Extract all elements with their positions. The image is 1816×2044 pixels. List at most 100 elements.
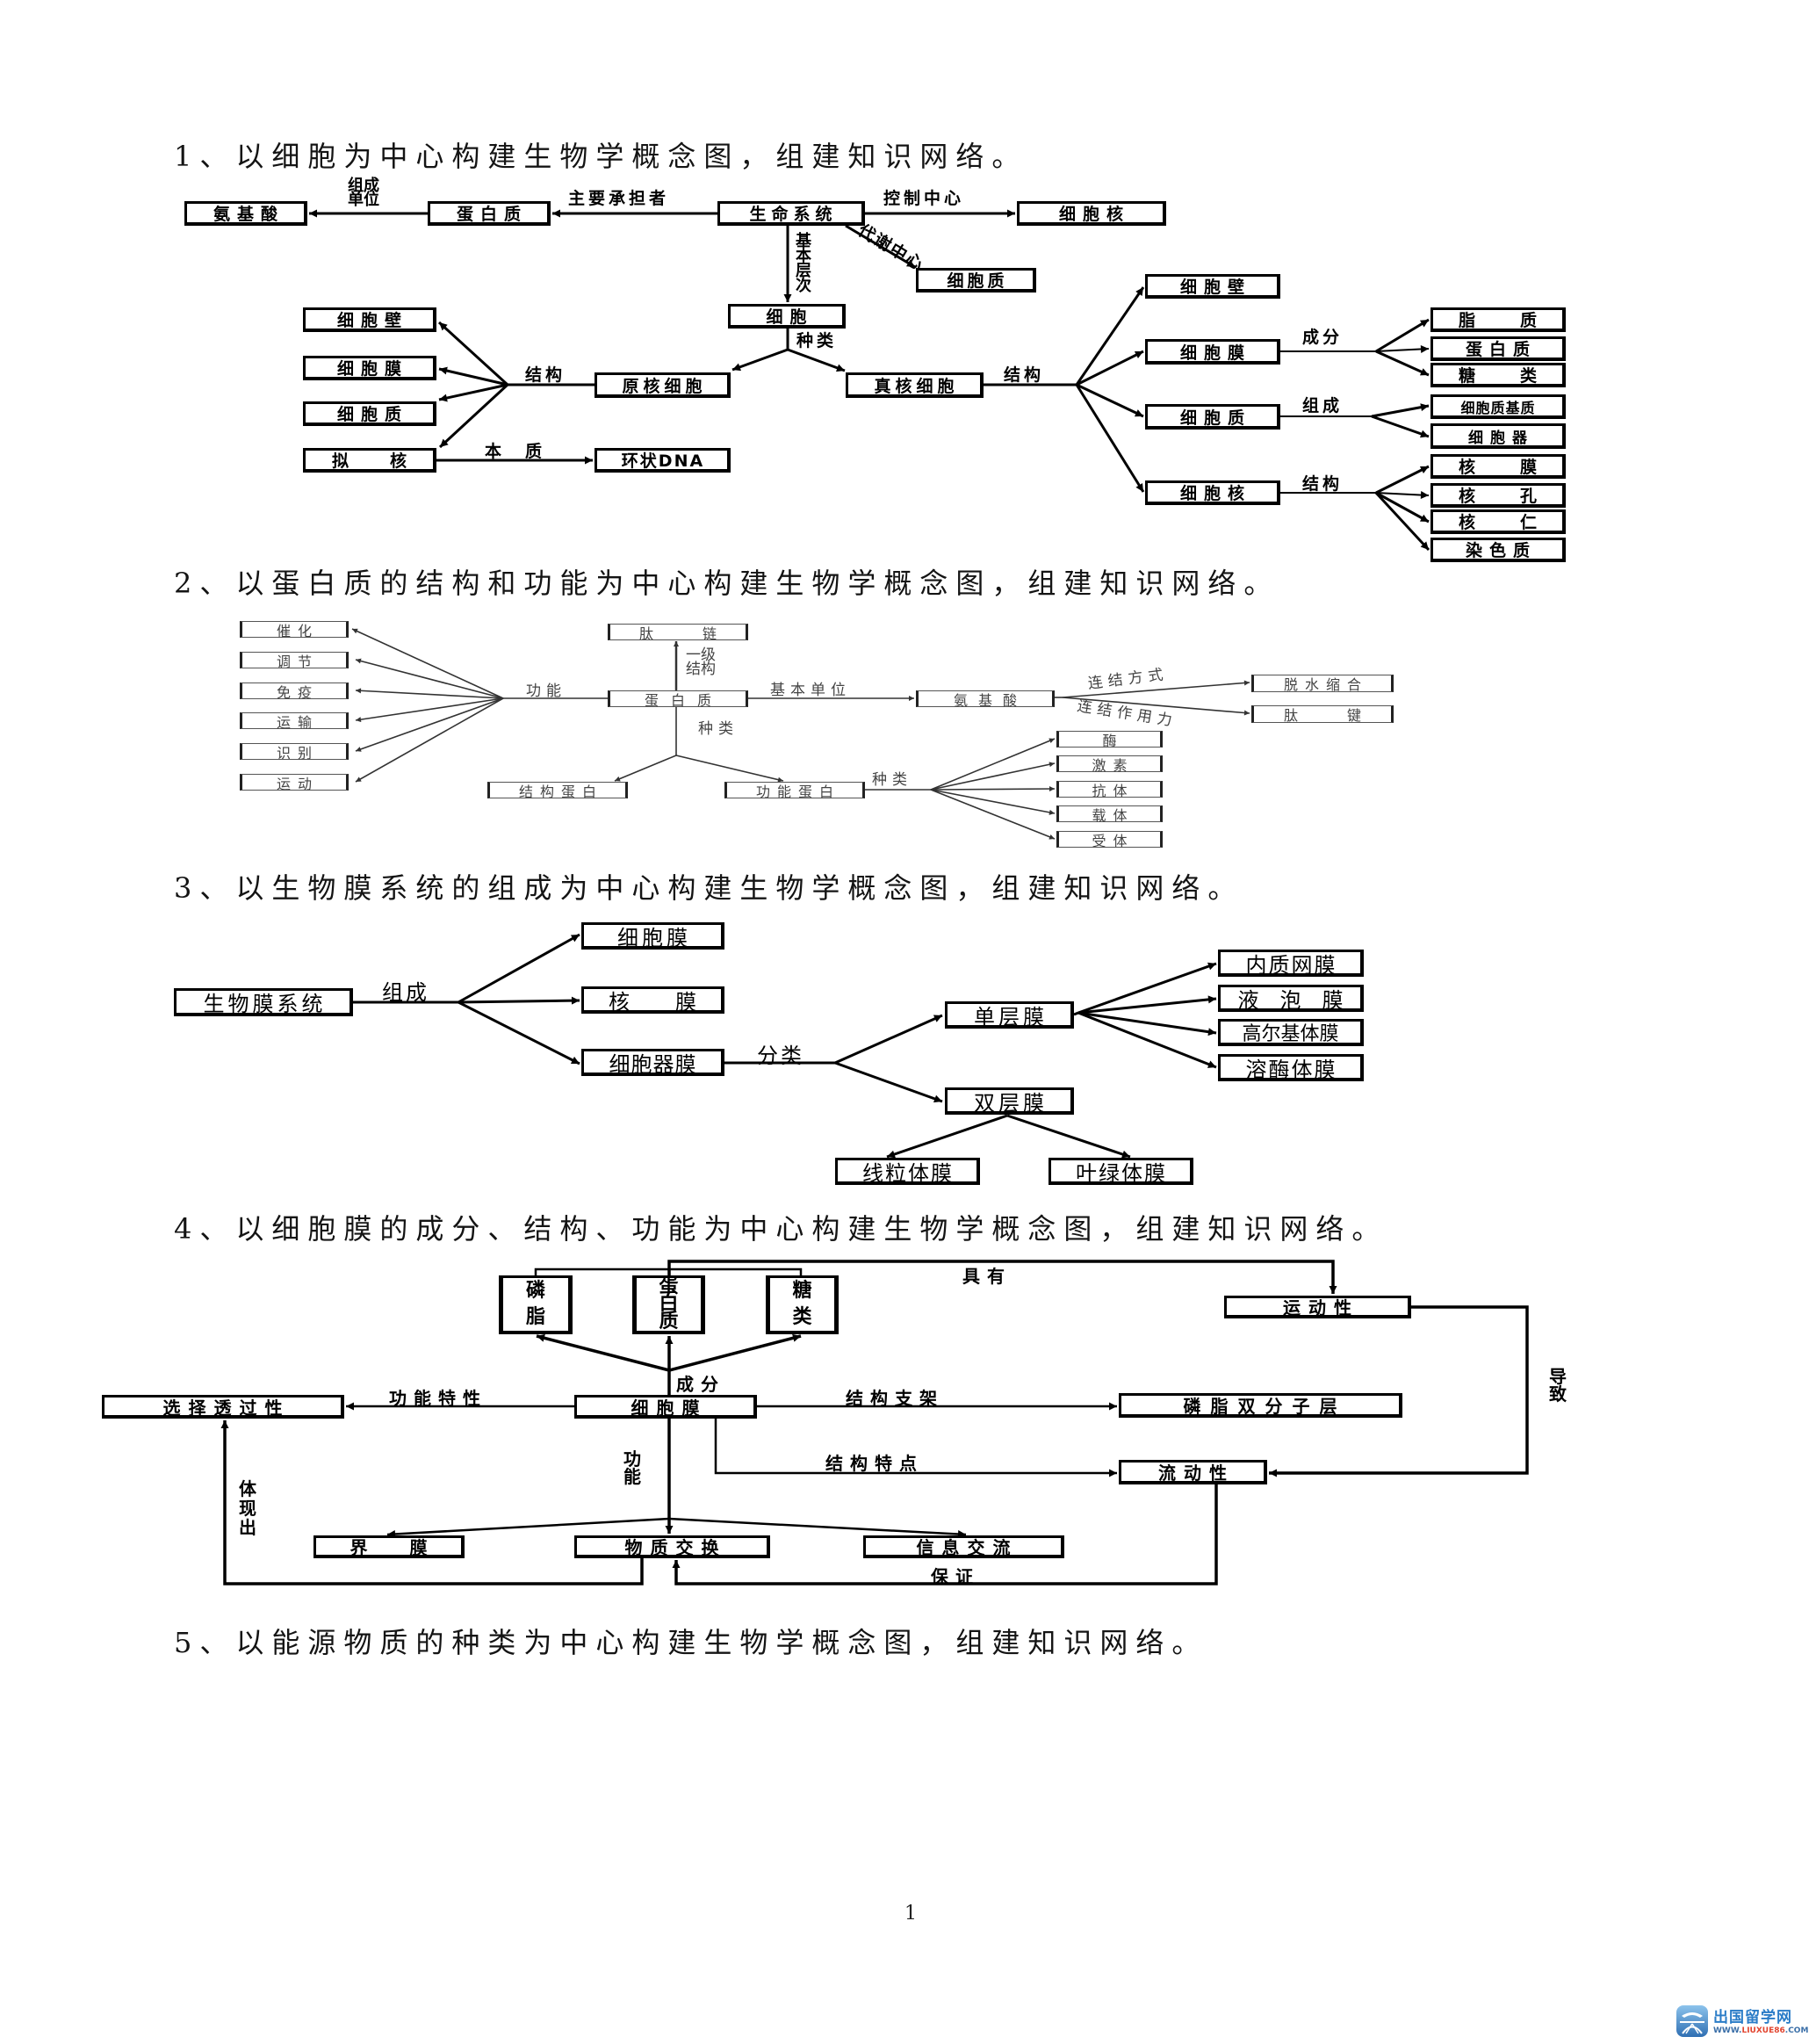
node-protein: 蛋白质 xyxy=(428,201,551,226)
arrow-to-eu-cytoplasm xyxy=(1076,383,1144,418)
node-nuclear-pore: 核 孔 xyxy=(1430,483,1566,508)
arrow-to-organelle-membrane xyxy=(458,1000,580,1065)
arrow-to-nuclear-envelope xyxy=(1375,465,1430,495)
label-structural-scaffold: 结构支架 xyxy=(846,1388,944,1409)
arrow-to-membrane-protein xyxy=(1375,344,1430,353)
node-nuclear-membrane: 核 膜 xyxy=(581,986,724,1015)
label-main-bearer: 主要承担者 xyxy=(568,189,670,208)
arrow-to-sugar xyxy=(1375,350,1430,377)
node-cytosol: 细胞质基质 xyxy=(1430,394,1566,419)
arrow-motility-leads-to-fluidity xyxy=(1269,1305,1529,1477)
node-pro-cell-membrane: 细胞膜 xyxy=(303,356,436,380)
arrow-to-phospholipid xyxy=(536,1333,670,1372)
node-dehydration-condensation: 脱水缩合 xyxy=(1251,675,1394,693)
node-movement: 运动 xyxy=(240,774,349,792)
node-eu-cell-membrane: 细胞膜 xyxy=(1145,339,1280,365)
label-components: 成分 xyxy=(676,1374,725,1395)
node-material-exchange: 物质交换 xyxy=(574,1535,770,1558)
line-single-layer-stem xyxy=(1073,1011,1079,1016)
node-cytoplasm-top: 细胞质 xyxy=(916,268,1036,293)
node-recognition: 识别 xyxy=(240,743,349,762)
arrow-to-lipid xyxy=(1375,318,1430,353)
label-classification: 分类 xyxy=(757,1044,804,1068)
node-pro-cytoplasm: 细胞质 xyxy=(303,401,436,426)
arrow-to-regulation xyxy=(355,658,504,699)
node-chromatin: 染色质 xyxy=(1430,538,1566,562)
node-cell-membrane: 细胞膜 xyxy=(574,1395,757,1419)
node-label: 蛋白质 xyxy=(659,1275,679,1333)
logo-icon xyxy=(1676,2005,1708,2037)
node-immunity: 免疫 xyxy=(240,683,349,701)
node-phospholipid-bilayer: 磷脂双分子层 xyxy=(1119,1393,1402,1418)
arrow-to-pro-wall xyxy=(437,321,509,386)
arrow-to-chromatin xyxy=(1374,491,1430,552)
node-organelle-membrane: 细胞器膜 xyxy=(581,1049,724,1077)
label-leads-to: 导致 xyxy=(1549,1366,1567,1405)
label-composition: 组成 xyxy=(382,980,429,1005)
arrow-cell-to-eukaryote xyxy=(787,348,846,372)
node-sugar: 糖类 xyxy=(766,1275,839,1334)
section-title-5: 5、以能源物质的种类为中心构建生物学概念图，组建知识网络。 xyxy=(174,1626,1208,1659)
node-mitochondria-membrane: 线粒体膜 xyxy=(835,1158,980,1186)
arrow-to-cytosol xyxy=(1371,403,1430,418)
arrow-components-have-motility xyxy=(667,1260,1337,1294)
section-title-2: 2、以蛋白质的结构和功能为中心构建生物学概念图，组建知识网络。 xyxy=(174,567,1280,600)
arrow-to-vacuole-membrane xyxy=(1077,995,1217,1015)
label-composition-unit: 组成单位 xyxy=(348,177,379,209)
node-information-exchange: 信息交流 xyxy=(863,1535,1064,1558)
node-lipid: 脂 质 xyxy=(1430,307,1566,332)
map3-connectors xyxy=(353,933,1217,1159)
arrow-to-eu-wall xyxy=(1075,286,1145,386)
arrow-to-peptide-bond xyxy=(1062,697,1250,716)
node-phospholipid: 磷脂 xyxy=(499,1275,573,1334)
arrow-to-structural-protein xyxy=(614,755,677,782)
node-label: 糖类 xyxy=(792,1280,812,1328)
node-amino-acid: 氨基酸 xyxy=(916,690,1055,709)
label-manifests: 体现出 xyxy=(239,1478,256,1538)
node-life-system: 生命系统 xyxy=(717,201,865,226)
node-double-layer-membrane: 双层膜 xyxy=(945,1087,1074,1116)
map1-connectors xyxy=(309,209,1430,552)
arrow-fluidity-ensures-exchange xyxy=(672,1484,1218,1585)
arrow-to-eu-nucleus xyxy=(1075,384,1145,493)
label-structural-feature: 结构特点 xyxy=(825,1453,924,1474)
arrow-to-pro-membrane xyxy=(438,366,508,386)
node-transport: 运输 xyxy=(240,712,349,731)
label-types: 种类 xyxy=(796,331,838,350)
node-fluidity: 流动性 xyxy=(1119,1460,1267,1484)
arrow-to-movement xyxy=(355,697,504,783)
section-title-4: 4、以细胞膜的成分、结构、功能为中心构建生物学概念图，组建知识网络。 xyxy=(174,1212,1388,1246)
logo-url-suffix: .COM xyxy=(1784,2026,1809,2035)
node-nuclear-envelope: 核 膜 xyxy=(1430,454,1566,479)
arrow-to-receptor xyxy=(930,789,1056,840)
node-label: 磷脂 xyxy=(525,1280,545,1328)
node-protein: 蛋白质 xyxy=(608,690,748,709)
node-regulation: 调节 xyxy=(240,652,349,670)
arrow-to-transport xyxy=(355,697,504,723)
node-organelle: 细胞器 xyxy=(1430,423,1566,449)
label-pro-structure: 结构 xyxy=(525,365,566,385)
node-eu-cytoplasm: 细胞质 xyxy=(1145,404,1280,430)
node-membrane-protein: 蛋白质 xyxy=(1430,336,1566,361)
node-enzyme: 酶 xyxy=(1056,731,1163,749)
arrow-to-boundary-membrane xyxy=(386,1517,670,1538)
arrow-to-hormone xyxy=(930,762,1056,791)
arrow-to-nuclear-pore xyxy=(1375,491,1430,500)
label-function: 功能 xyxy=(623,1448,641,1487)
label-basic-level: 基本层次 xyxy=(796,232,811,295)
map2-connectors xyxy=(351,628,1250,840)
section-title-1: 1、以细胞为中心构建生物学概念图，组建知识网络。 xyxy=(174,140,1028,173)
node-nucleus-top: 细胞核 xyxy=(1017,201,1166,226)
node-boundary-membrane: 界 膜 xyxy=(313,1535,465,1558)
node-eukaryote: 真核细胞 xyxy=(846,372,984,398)
node-antibody: 抗体 xyxy=(1056,781,1163,799)
arrow-to-catalysis xyxy=(351,628,504,699)
node-eu-cell-wall: 细胞壁 xyxy=(1145,274,1280,299)
arrow-to-dehydration-condensation xyxy=(1062,680,1250,698)
arrow-to-functional-protein xyxy=(675,755,784,783)
node-receptor: 受体 xyxy=(1056,831,1163,849)
arrow-to-fluidity xyxy=(714,1419,1117,1477)
node-nucleolus: 核 仁 xyxy=(1430,509,1566,534)
label-types: 种类 xyxy=(698,720,739,738)
